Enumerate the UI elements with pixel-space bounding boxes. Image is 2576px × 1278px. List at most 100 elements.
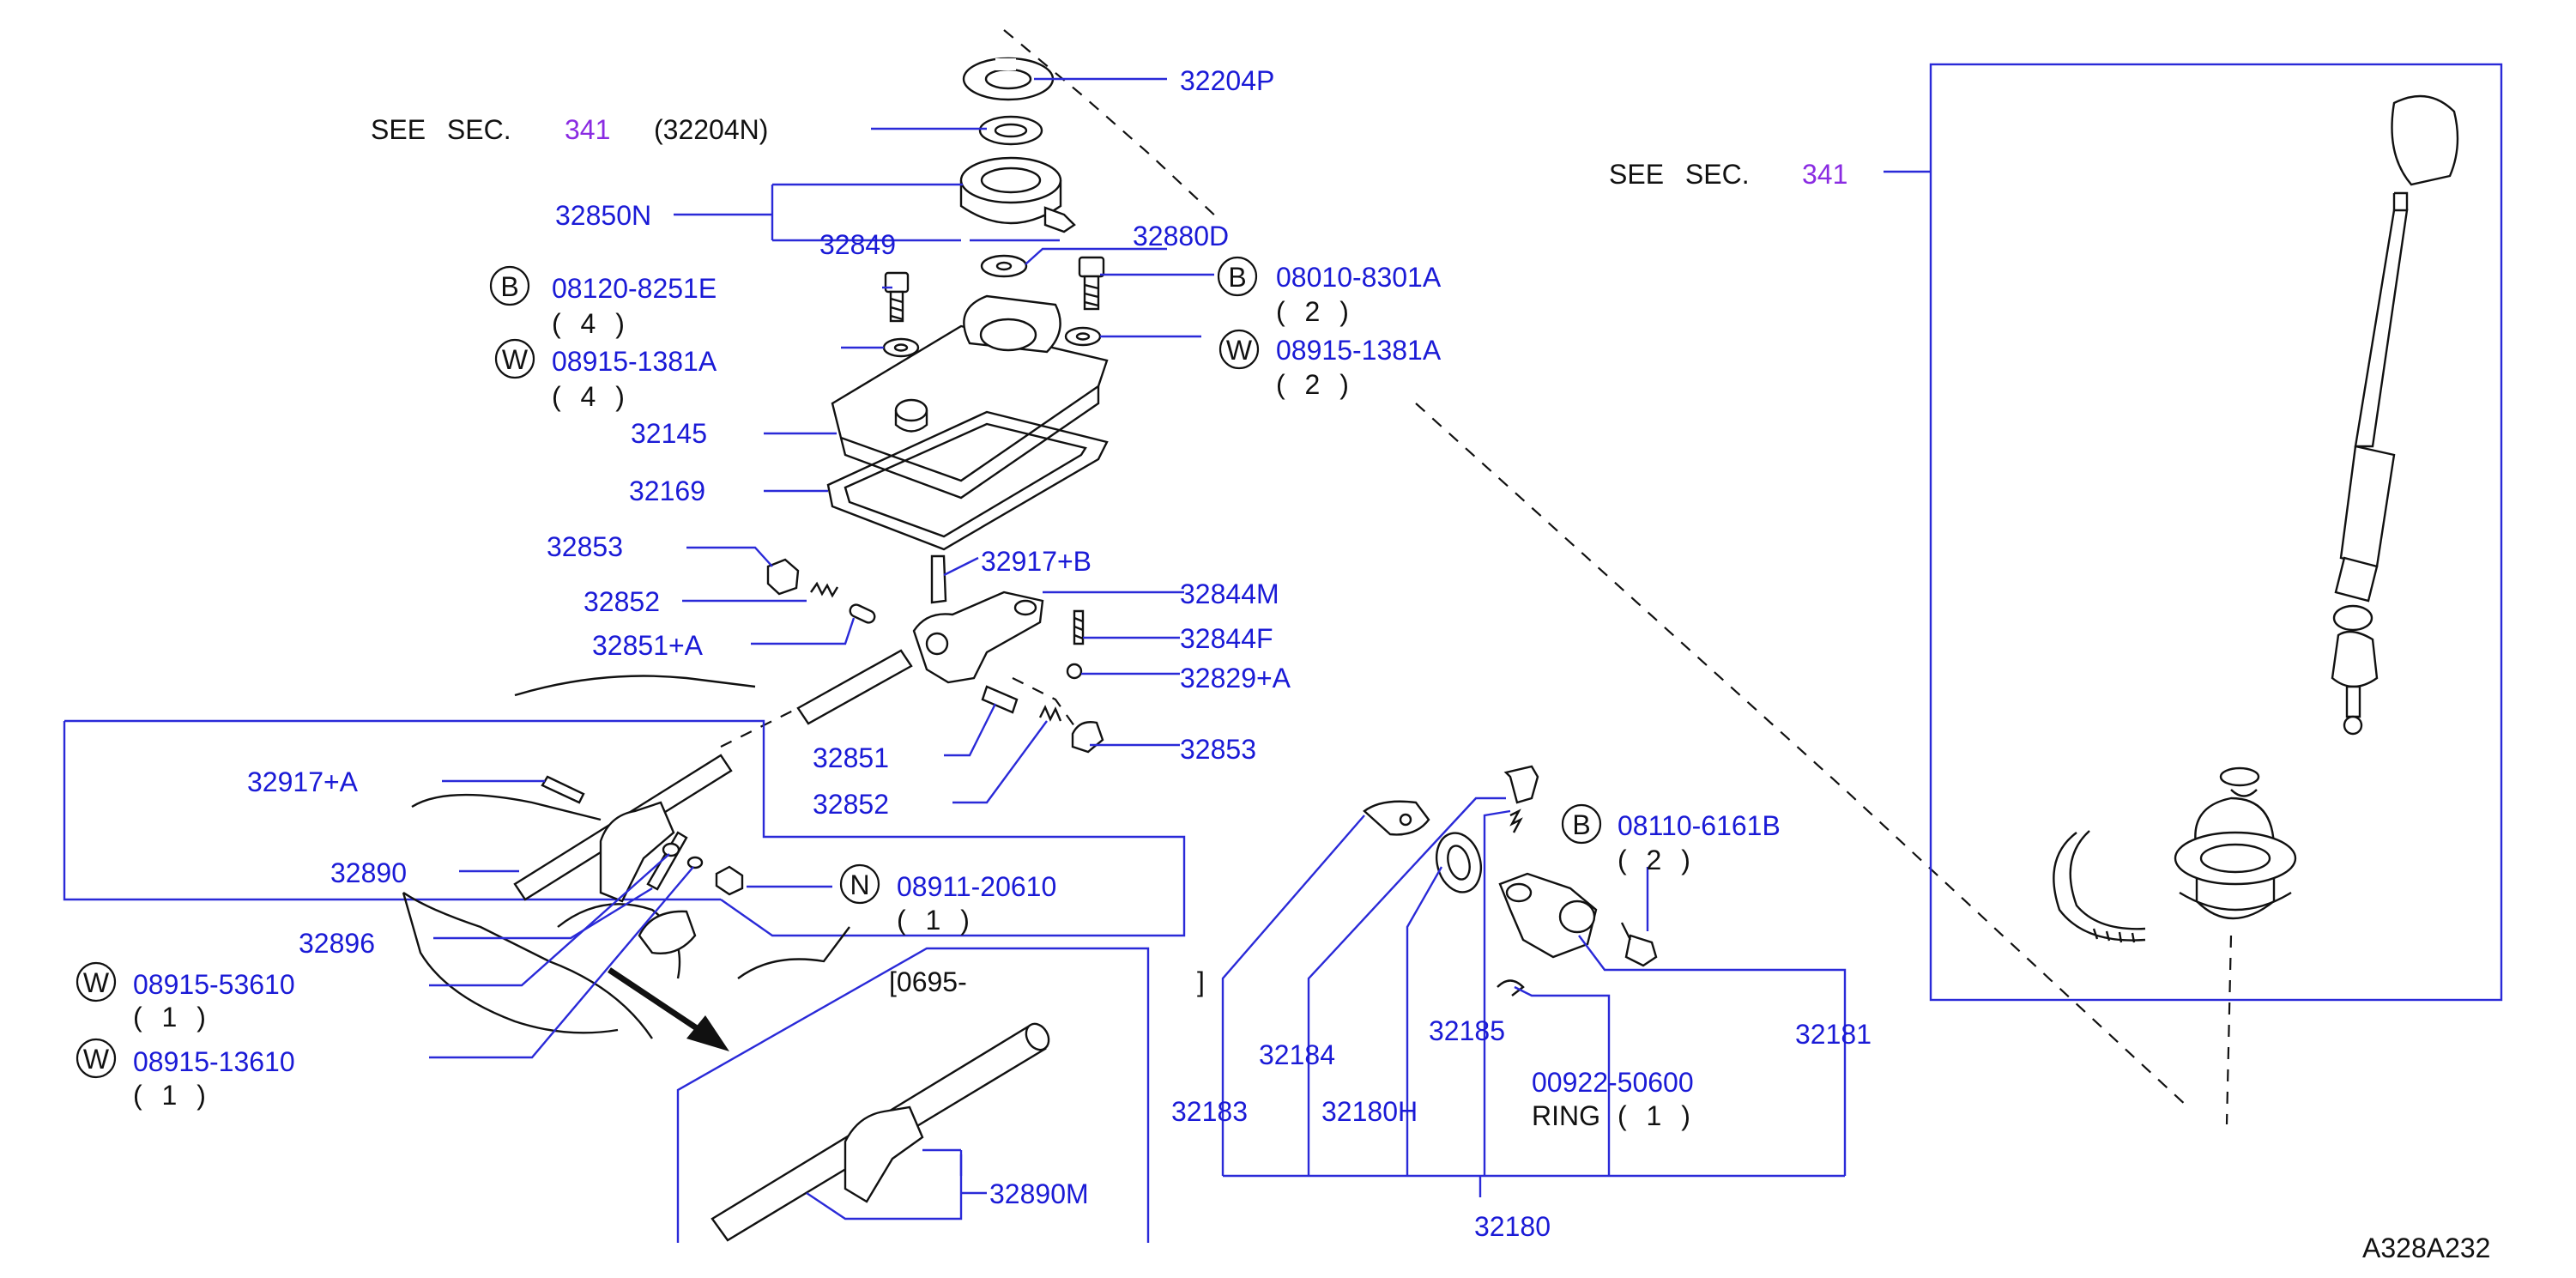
see-sec-top-part: (32204N) — [654, 114, 768, 145]
label-08120-8251E[interactable]: 08120-8251E — [552, 273, 717, 304]
label-32180[interactable]: 32180 — [1474, 1211, 1551, 1242]
label-32185[interactable]: 32185 — [1429, 1015, 1505, 1046]
left-detail-box-bottom — [63, 721, 721, 901]
label-08911-20610[interactable]: 08911-20610 — [897, 871, 1056, 902]
label-32850N[interactable]: 32850N — [555, 200, 651, 231]
ball-32829A — [1066, 663, 1083, 680]
label-32145[interactable]: 32145 — [631, 418, 707, 449]
cover-32145 — [831, 294, 1109, 500]
label-32169[interactable]: 32169 — [629, 475, 705, 506]
qty-08110-6161B: ( 2 ) — [1618, 845, 1690, 875]
dashed-guide-mid — [1012, 677, 1078, 730]
label-32852-top[interactable]: 32852 — [584, 586, 660, 617]
left-detail-box — [64, 719, 1186, 937]
label-00922-50600[interactable]: 00922-50600 — [1532, 1067, 1694, 1098]
shift-knob — [2391, 94, 2459, 186]
qty-08915-1381A-right: ( 2 ) — [1276, 369, 1349, 400]
date-range-box — [676, 947, 1150, 1243]
label-32890M[interactable]: 32890M — [989, 1178, 1089, 1209]
strap-band — [2053, 830, 2146, 943]
housing-32181 — [1498, 872, 1598, 959]
label-32852-bottom[interactable]: 32852 — [813, 789, 889, 820]
badge-b-08110: B — [1561, 803, 1602, 845]
qty-08911-20610: ( 1 ) — [897, 905, 970, 936]
pin-32917B — [930, 554, 947, 604]
label-08110-6161B[interactable]: 08110-6161B — [1618, 810, 1781, 841]
label-32181[interactable]: 32181 — [1795, 1019, 1872, 1050]
label-32890[interactable]: 32890 — [330, 857, 407, 888]
qty-08915-53610: ( 1 ) — [133, 1002, 206, 1033]
see-sec-right-link[interactable]: 341 — [1802, 159, 1847, 190]
shift-rod-32890 — [513, 754, 733, 903]
badge-b-08010: B — [1217, 256, 1258, 297]
direction-arrow — [608, 967, 729, 1051]
shift-lever-rod — [2334, 191, 2409, 603]
label-32844F[interactable]: 32844F — [1180, 623, 1273, 654]
svg-text:N: N — [850, 869, 869, 900]
badge-n-08911: N — [839, 863, 880, 905]
knob-32185 — [1503, 765, 1539, 804]
svg-text:B: B — [1572, 809, 1590, 840]
qty-ring: ( 1 ) — [1618, 1100, 1690, 1131]
washer-32204N — [978, 115, 1043, 146]
nut-08911-20610 — [715, 865, 744, 896]
label-32917B[interactable]: 32917+B — [981, 546, 1091, 577]
label-32853-top[interactable]: 32853 — [547, 531, 623, 562]
qty-08915-1381A-left: ( 4 ) — [552, 381, 625, 412]
rod-32851 — [796, 649, 913, 725]
label-32184[interactable]: 32184 — [1259, 1039, 1335, 1070]
leader-lines — [429, 77, 1931, 1220]
label-32853-bottom[interactable]: 32853 — [1180, 734, 1256, 765]
label-08915-1381A-right[interactable]: 08915-1381A — [1276, 335, 1442, 366]
see-sec-top-link[interactable]: 341 — [565, 114, 610, 145]
label-32849[interactable]: 32849 — [819, 229, 896, 260]
qty-08010-8301A: ( 2 ) — [1276, 296, 1349, 327]
striking-lever-32844M — [912, 591, 1044, 684]
plate-32184 — [1363, 800, 1430, 836]
washers-08915 — [662, 842, 704, 869]
label-32917A[interactable]: 32917+A — [247, 766, 359, 797]
label-32829A[interactable]: 32829+A — [1180, 663, 1291, 694]
badge-w-08915-53610: W — [76, 961, 117, 1002]
snap-ring-lever — [2219, 766, 2260, 797]
washer-08915-1381A-right — [1064, 326, 1102, 347]
bolt-08010-8301A — [1078, 256, 1105, 311]
plug-32853-bottom — [1071, 721, 1104, 754]
badge-w-08915-13610: W — [76, 1038, 117, 1079]
label-ring: RING — [1532, 1100, 1600, 1131]
qty-08915-13610: ( 1 ) — [133, 1080, 206, 1111]
label-08010-8301A[interactable]: 08010-8301A — [1276, 262, 1442, 293]
dashed-guide-shaft — [2225, 935, 2233, 1125]
dashed-guide-top — [1003, 29, 1219, 220]
boot-assembly — [2174, 796, 2297, 920]
see-sec-top-prefix: SEE SEC. — [371, 114, 511, 145]
pin-32851A — [849, 603, 876, 624]
label-32204P[interactable]: 32204P — [1180, 65, 1274, 96]
label-32896[interactable]: 32896 — [299, 928, 375, 959]
spring-32852-top — [810, 581, 839, 598]
label-32851[interactable]: 32851 — [813, 742, 889, 773]
label-08915-1381A-left[interactable]: 08915-1381A — [552, 346, 717, 377]
bracket-left — [638, 910, 697, 954]
label-32183[interactable]: 32183 — [1171, 1096, 1248, 1127]
label-32180H[interactable]: 32180H — [1321, 1096, 1418, 1127]
pin-32849 — [1043, 206, 1076, 233]
qty-08120-8251E: ( 4 ) — [552, 308, 625, 339]
snap-ring-32204P — [962, 57, 1055, 101]
label-08915-53610[interactable]: 08915-53610 — [133, 969, 295, 1000]
label-08915-13610[interactable]: 08915-13610 — [133, 1046, 295, 1077]
gasket-32169 — [826, 410, 1109, 551]
diagram-code: A328A232 — [2362, 1233, 2490, 1263]
label-32851A[interactable]: 32851+A — [592, 630, 704, 661]
label-32880D[interactable]: 32880D — [1133, 221, 1229, 251]
bolt-08110-6161B — [1620, 922, 1658, 967]
plug-32853-top — [766, 558, 800, 596]
svg-text:B: B — [1228, 262, 1246, 293]
shift-lever-box — [1929, 63, 2503, 1002]
lever-ball-joint — [2331, 604, 2379, 736]
svg-text:W: W — [83, 1044, 110, 1075]
dashed-guide-right — [1415, 403, 2189, 1108]
label-32844M[interactable]: 32844M — [1180, 578, 1279, 609]
